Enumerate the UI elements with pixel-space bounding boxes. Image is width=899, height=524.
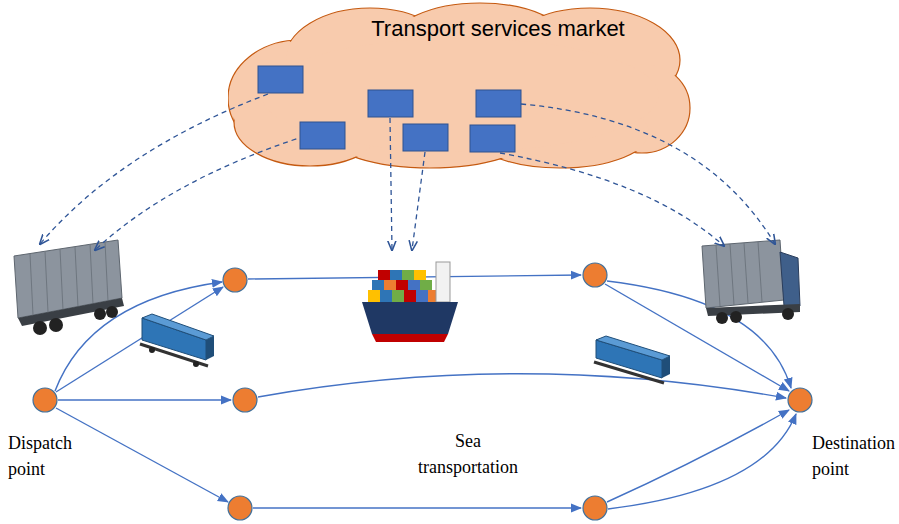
cloud-title: Transport services market <box>304 16 692 42</box>
transfer-points <box>223 263 607 520</box>
point-circle <box>30 387 60 417</box>
point-label: Dispatch point <box>8 430 98 482</box>
truck-illustration <box>14 240 124 335</box>
destination-point: Destination point <box>788 388 896 486</box>
point-circle <box>785 387 815 417</box>
dispatch-point: Dispatch point <box>8 388 98 486</box>
ship-illustration <box>362 262 458 342</box>
truck-illustration <box>702 240 800 324</box>
dashed-arrows <box>40 94 775 250</box>
market-cloud: Transport services market <box>228 0 692 172</box>
route-lines <box>55 275 796 509</box>
service-offer <box>258 66 521 152</box>
train-illustration <box>140 314 670 383</box>
region-label: Sea transportation <box>408 428 528 480</box>
point-label: Destination point <box>812 430 896 482</box>
